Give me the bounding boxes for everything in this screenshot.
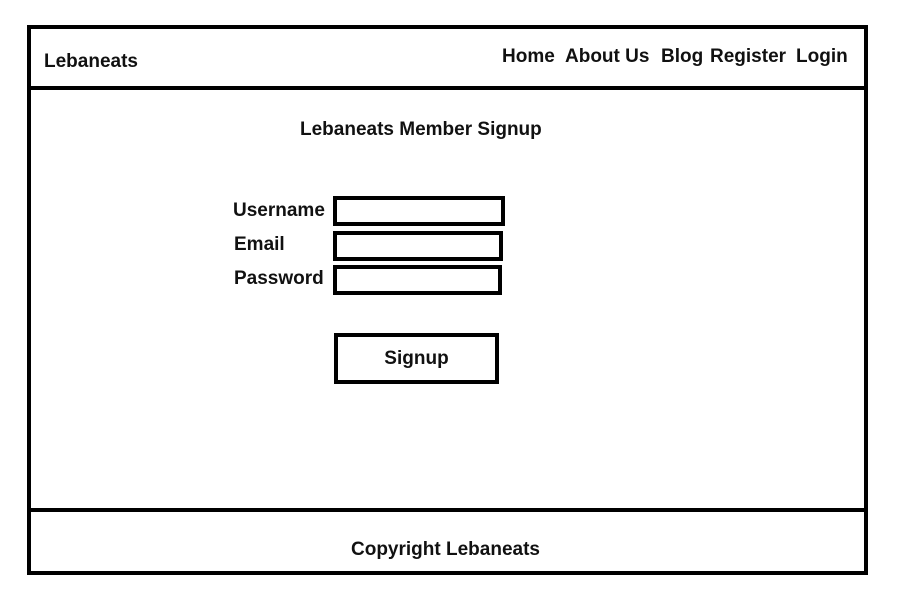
nav-home[interactable]: Home [502, 46, 555, 67]
username-label: Username [233, 200, 325, 221]
nav-register[interactable]: Register [710, 46, 787, 67]
password-field[interactable] [333, 265, 502, 295]
signup-button[interactable]: Signup [334, 333, 499, 384]
site-frame: Lebaneats Home About Us Blog Register Lo… [27, 25, 868, 575]
nav-login[interactable]: Login [796, 46, 848, 67]
nav-about-us[interactable]: About Us [565, 46, 650, 67]
site-logo[interactable]: Lebaneats [44, 51, 138, 72]
username-field[interactable] [333, 196, 505, 226]
page-title: Lebaneats Member Signup [300, 119, 542, 140]
header: Lebaneats Home About Us Blog Register Lo… [31, 29, 864, 90]
copyright-text: Copyright Lebaneats [351, 539, 540, 560]
password-label: Password [234, 268, 324, 289]
nav-blog[interactable]: Blog [661, 46, 704, 67]
email-field[interactable] [333, 231, 503, 261]
signup-section: Lebaneats Member Signup Username Email P… [31, 90, 864, 508]
footer: Copyright Lebaneats [31, 508, 864, 575]
email-label: Email [234, 234, 285, 255]
